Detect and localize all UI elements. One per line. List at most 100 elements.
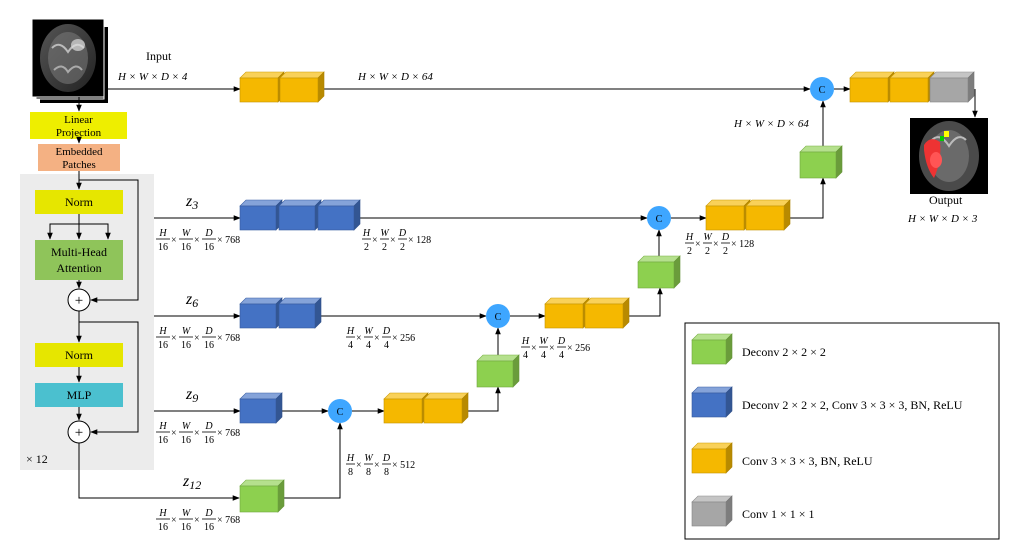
svg-text:16: 16	[158, 435, 168, 446]
svg-text:W: W	[539, 336, 549, 347]
svg-text:H: H	[158, 421, 167, 432]
svg-text:×: ×	[531, 343, 537, 354]
deconv-block-skip-top	[799, 145, 843, 179]
concat-symbol-2: C	[656, 214, 663, 225]
z6-dims: H16×W16×D16× 768	[156, 326, 240, 351]
svg-text:H: H	[158, 326, 167, 337]
linear-projection-label-1: Linear	[64, 114, 93, 126]
concat-node-2: C	[647, 206, 671, 230]
svg-text:D: D	[204, 508, 213, 519]
svg-text:H: H	[362, 228, 371, 239]
svg-text:W: W	[182, 508, 192, 519]
mlp-label: MLP	[67, 388, 92, 402]
svg-text:W: W	[182, 228, 192, 239]
svg-text:16: 16	[181, 435, 191, 446]
d2-dims-right: H2×W2×D2× 128	[685, 232, 754, 257]
multi-head-attention-label-1: Multi-Head	[51, 245, 107, 259]
legend-swatch-3	[691, 442, 733, 474]
svg-text:×: ×	[549, 343, 555, 354]
svg-text:D: D	[204, 228, 213, 239]
deconv-conv-block-z6-1	[239, 297, 283, 329]
svg-text:× 128: × 128	[731, 239, 754, 250]
legend-swatch-4	[691, 495, 733, 527]
d2-dims-left: H2×W2×D2× 128	[362, 228, 431, 253]
transformer-connections	[47, 97, 240, 501]
z3-dims: H16×W16×D16× 768	[156, 228, 240, 253]
concat-node-4: C	[328, 399, 352, 423]
svg-text:×: ×	[356, 460, 362, 471]
z9-dims: H16×W16×D16× 768	[156, 421, 240, 446]
svg-text:× 512: × 512	[392, 460, 415, 471]
svg-text:H: H	[158, 228, 167, 239]
svg-text:W: W	[364, 326, 374, 337]
svg-text:2: 2	[723, 246, 728, 257]
svg-text:W: W	[380, 228, 390, 239]
legend-swatch-2	[691, 386, 733, 418]
z12-label: z12	[182, 473, 201, 492]
conv-block-top-1	[239, 71, 285, 103]
svg-text:2: 2	[382, 242, 387, 253]
mlp-box	[35, 383, 123, 407]
concat-node-3: C	[486, 304, 510, 328]
svg-text:4: 4	[348, 340, 353, 351]
deconv-conv-block-z3-1	[239, 199, 283, 231]
svg-text:H: H	[158, 508, 167, 519]
residual-add-symbol-2: +	[75, 425, 83, 441]
svg-text:16: 16	[181, 522, 191, 533]
z3-label: z3	[185, 193, 198, 212]
residual-add-symbol-1: +	[75, 293, 83, 309]
svg-text:D: D	[557, 336, 566, 347]
svg-text:16: 16	[204, 340, 214, 351]
conv-block-d2-2	[745, 199, 791, 231]
input-dims: H × W × D × 4	[117, 71, 188, 83]
svg-text:D: D	[398, 228, 407, 239]
multi-head-attention-label-2: Attention	[56, 261, 101, 275]
svg-text:×: ×	[171, 515, 177, 526]
svg-text:×: ×	[194, 235, 200, 246]
svg-text:2: 2	[687, 246, 692, 257]
svg-text:2: 2	[705, 246, 710, 257]
deconv-conv-block-z9	[239, 392, 283, 424]
svg-text:× 256: × 256	[567, 343, 590, 354]
conv-block-d8-1	[383, 392, 429, 424]
svg-text:16: 16	[158, 522, 168, 533]
svg-text:D: D	[382, 326, 391, 337]
svg-text:×: ×	[171, 428, 177, 439]
deconv-conv-block-z3-2	[278, 199, 322, 231]
deconv-conv-block-z6-2	[278, 297, 322, 329]
svg-text:×: ×	[390, 235, 396, 246]
deconv-conv-block-z3-3	[317, 199, 361, 231]
svg-text:16: 16	[158, 340, 168, 351]
svg-text:8: 8	[366, 467, 371, 478]
svg-text:×: ×	[713, 239, 719, 250]
svg-text:×: ×	[374, 460, 380, 471]
norm-box-1	[35, 190, 123, 214]
svg-text:16: 16	[181, 242, 191, 253]
conv-block-top-2	[279, 71, 325, 103]
svg-text:2: 2	[364, 242, 369, 253]
conv-block-d2-1	[705, 199, 751, 231]
norm-label-1: Norm	[65, 195, 94, 209]
svg-text:D: D	[204, 421, 213, 432]
svg-text:×: ×	[356, 333, 362, 344]
embedded-patches-box	[38, 144, 120, 171]
svg-text:16: 16	[204, 242, 214, 253]
norm-label-2: Norm	[65, 348, 94, 362]
concat-symbol-3: C	[495, 312, 502, 323]
concat-symbol-1: C	[819, 85, 826, 96]
svg-text:×: ×	[171, 333, 177, 344]
svg-text:H: H	[346, 326, 355, 337]
svg-text:×: ×	[372, 235, 378, 246]
svg-text:16: 16	[181, 340, 191, 351]
output-label: Output	[929, 193, 963, 207]
concat-symbol-4: C	[337, 407, 344, 418]
svg-text:×: ×	[374, 333, 380, 344]
svg-text:W: W	[182, 326, 192, 337]
svg-text:×: ×	[194, 515, 200, 526]
conv1x1-block-out	[929, 71, 975, 103]
svg-text:× 768: × 768	[217, 235, 240, 246]
output-segmentation-image	[910, 118, 988, 194]
